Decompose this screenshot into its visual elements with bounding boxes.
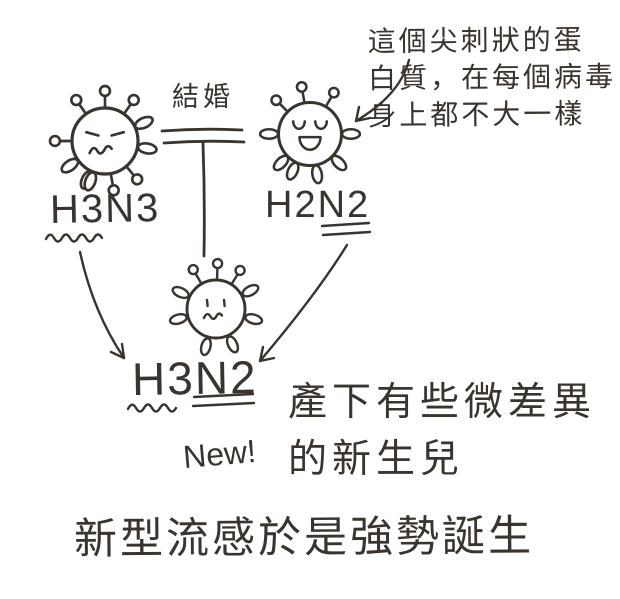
right-inherit-arrow (258, 243, 349, 363)
virus-h3n2-icon (167, 257, 265, 358)
marriage-connector (160, 127, 246, 258)
annotation-arrow (354, 58, 411, 123)
annotation-line-1: 這個尖刺狀的蛋 (367, 24, 585, 58)
virus-h2n2-icon (258, 80, 362, 186)
virus-h3n3-icon (48, 84, 159, 198)
bottom-caption: 新型流感於是強勢誕生 (73, 512, 535, 564)
virus-label-h3n3: H3N3 (49, 186, 161, 232)
annotation-line-3: 身上都不大一樣 (368, 98, 586, 132)
annotation-line-2: 白質，在每個病毒 (367, 60, 617, 95)
h3n3-wavy-underline (44, 233, 104, 243)
birth-caption: 產下有些微差異 的新生兒 (288, 374, 596, 488)
birth-caption-line-2: 的新生兒 (288, 438, 465, 481)
new-badge: New! (181, 432, 258, 476)
grumpy-face-icon (84, 130, 126, 155)
virus-label-h2n2: H2N2 (265, 184, 371, 226)
spike-protein-annotation: 這個尖刺狀的蛋 白質，在每個病毒 身上都不大一樣 (368, 21, 617, 134)
happy-face-icon (291, 120, 329, 151)
left-inherit-arrow (78, 250, 126, 360)
h3n2-wavy-underline (126, 403, 178, 413)
h3n2-double-underline (191, 392, 256, 408)
worried-face-icon (202, 298, 226, 321)
virus-label-h3n2: H3N2 (131, 350, 259, 406)
marriage-label: 結婚 (172, 82, 234, 112)
h2n2-double-underline (320, 221, 372, 237)
birth-caption-line-1: 產下有些微差異 (288, 381, 597, 424)
